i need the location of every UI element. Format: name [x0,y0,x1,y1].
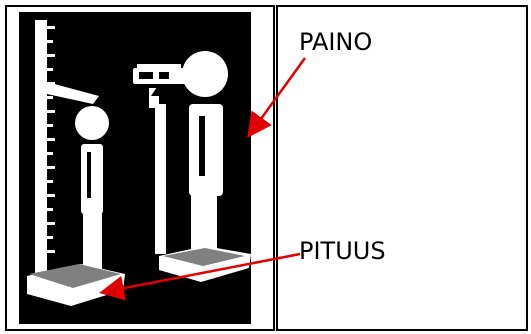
height-and-weight-measurement-icon [19,12,251,324]
weight-label: PAINO [299,30,372,54]
height-label: PITUUS [299,239,386,263]
